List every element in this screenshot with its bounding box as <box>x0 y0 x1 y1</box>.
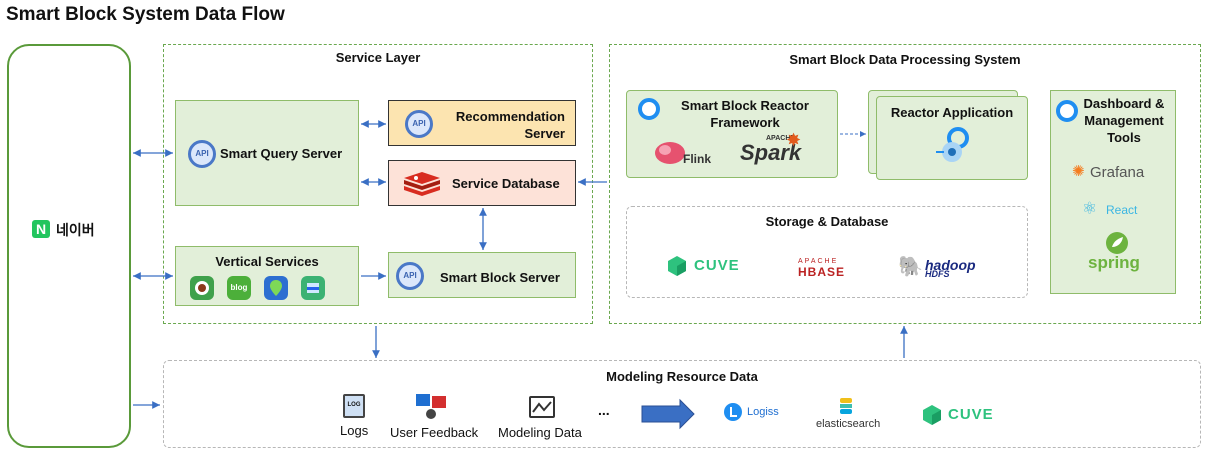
react-label: React <box>1106 203 1138 217</box>
hadoop-elephant-icon: 🐘 <box>898 256 923 278</box>
dashboard-box <box>1050 90 1176 294</box>
modeling-flow-big-arrow <box>641 398 695 430</box>
grafana-label: Grafana <box>1090 164 1145 181</box>
ai-head-icon <box>934 126 974 166</box>
redis-icon <box>402 170 442 196</box>
logiss-icon <box>724 403 742 421</box>
cuve-cube-icon <box>922 404 942 426</box>
modeling-panel <box>163 360 1201 448</box>
modeling-data-icon <box>529 396 555 418</box>
reactor-application-label: Reactor Application <box>890 105 1014 120</box>
reactor-application-box <box>876 96 1028 180</box>
elasticsearch-label: elasticsearch <box>816 418 881 430</box>
hdfs-label: HDFS <box>925 269 950 279</box>
elasticsearch-icon <box>838 397 854 415</box>
spark-star-icon: ✸ <box>786 130 802 150</box>
service-layer-title: Service Layer <box>335 50 421 65</box>
service-layer-panel <box>163 44 593 324</box>
storage-box <box>626 206 1028 298</box>
processing-system-panel <box>609 44 1201 324</box>
spring-icon <box>1106 232 1128 254</box>
storage-title: Storage & Database <box>765 214 889 229</box>
hadoop-label: hadoop <box>925 257 976 273</box>
spark-label: Spark <box>740 140 802 165</box>
log-icon: LOG <box>343 394 365 418</box>
map-icon <box>264 276 288 300</box>
cuve-label: CUVE <box>948 406 994 423</box>
modeling-title: Modeling Resource Data <box>606 369 758 384</box>
logiss-label: Logiss <box>747 406 779 418</box>
grafana-icon: ✺ <box>1072 163 1085 180</box>
ellipsis: ... <box>598 402 610 418</box>
react-icon: ⚛ <box>1082 199 1098 218</box>
user-feedback-icon <box>414 392 448 422</box>
smart-query-server-label: Smart Query Server <box>220 146 343 161</box>
hbase-apache-label: APACHE <box>798 258 839 265</box>
vertical-services-label: Vertical Services <box>215 254 319 269</box>
spark-apache-label: APACHE <box>766 135 796 142</box>
reactor-framework-label: Smart Block Reactor Framework <box>681 98 809 130</box>
api-gear-icon: API <box>188 140 216 168</box>
flink-squirrel-icon <box>652 136 688 166</box>
modeling-data-label: Modeling Data <box>498 425 582 440</box>
reactor-ring-icon <box>638 98 660 120</box>
flink-label: Flink <box>683 152 712 166</box>
vertical-app-icon-1 <box>190 276 214 300</box>
cuve-label: CUVE <box>694 257 740 274</box>
reactor-framework-box <box>626 90 838 178</box>
user-feedback-label: User Feedback <box>390 425 479 440</box>
hbase-label: HBASE <box>798 265 846 279</box>
dashboard-label: Dashboard & Management Tools <box>1083 96 1165 145</box>
processing-system-title: Smart Block Data Processing System <box>789 52 1021 67</box>
smart-block-server-label: Smart Block Server <box>440 270 560 285</box>
logs-label: Logs <box>340 423 369 438</box>
book-icon <box>301 276 325 300</box>
cuve-cube-icon <box>667 255 687 277</box>
naver-logo-icon: N <box>32 220 50 238</box>
blog-icon: blog <box>227 276 251 300</box>
api-gear-icon: API <box>405 110 433 138</box>
naver-panel <box>7 44 131 448</box>
service-database-label: Service Database <box>452 176 560 191</box>
spring-label: spring <box>1088 253 1140 272</box>
naver-label: 네이버 <box>56 222 95 238</box>
dashboard-ring-icon <box>1056 100 1078 122</box>
page-title: Smart Block System Data Flow <box>6 4 285 25</box>
api-gear-icon: API <box>396 262 424 290</box>
recommendation-server-label: Recommendation Server <box>455 109 565 141</box>
